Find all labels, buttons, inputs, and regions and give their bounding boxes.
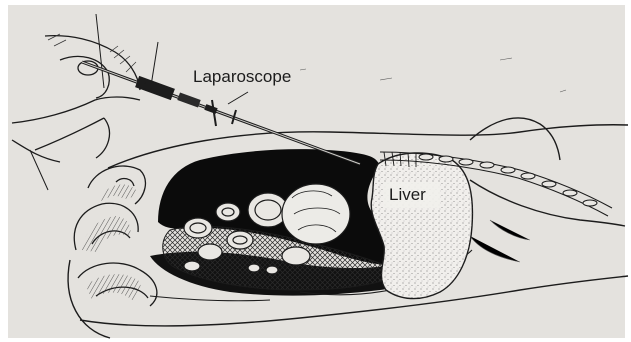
liver-label: Liver [389,186,426,203]
laparoscope-label: Laparoscope [193,68,291,85]
